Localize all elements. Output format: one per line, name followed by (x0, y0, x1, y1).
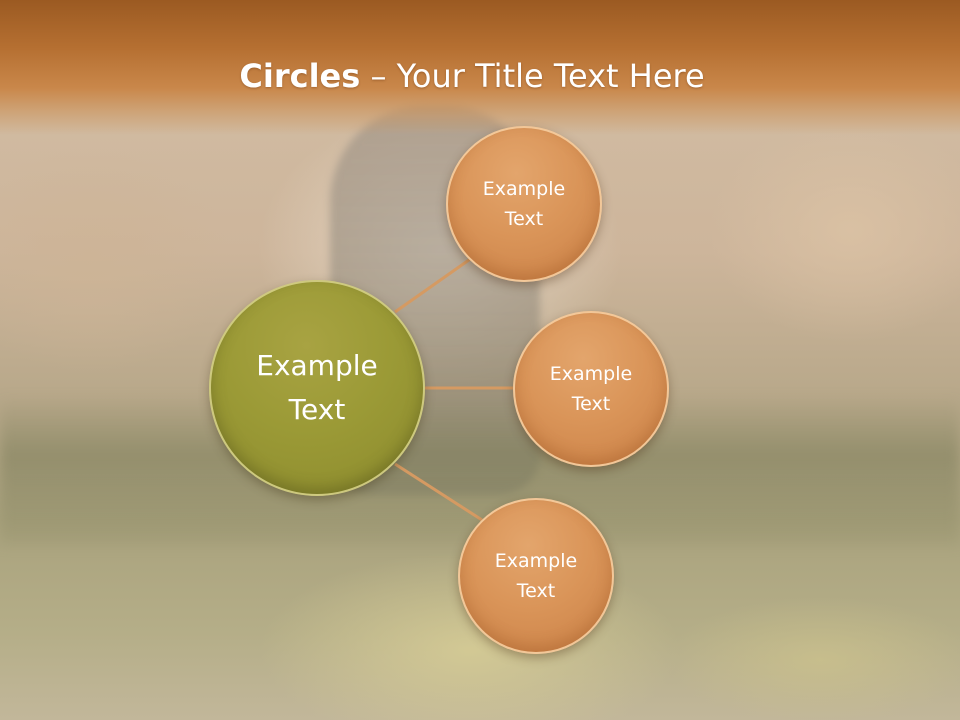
connector-line-top (394, 253, 477, 314)
slide-title[interactable]: Circles – Your Title Text Here (0, 54, 944, 98)
satellite-circle-middle[interactable]: Example Text (513, 311, 669, 467)
satellite-top-label-line1: Example (482, 178, 566, 200)
slide-title-rest: – Your Title Text Here (360, 57, 705, 95)
satellite-middle-label-line1: Example (549, 363, 633, 385)
satellite-bottom-label-line1: Example (494, 550, 578, 572)
satellite-middle-label-line2: Text (571, 393, 611, 415)
slide-title-bold: Circles (239, 57, 361, 95)
center-circle-label-line2: Text (288, 393, 346, 426)
satellite-top-label-line2: Text (504, 208, 544, 230)
connector-line-bottom (394, 462, 483, 522)
satellite-circle-bottom[interactable]: Example Text (458, 498, 614, 654)
satellite-bottom-label-line2: Text (516, 580, 556, 602)
center-circle-label-line1: Example (256, 349, 378, 382)
center-circle[interactable]: Example Text (209, 280, 425, 496)
title-banner (0, 0, 960, 135)
satellite-circle-top[interactable]: Example Text (446, 126, 602, 282)
